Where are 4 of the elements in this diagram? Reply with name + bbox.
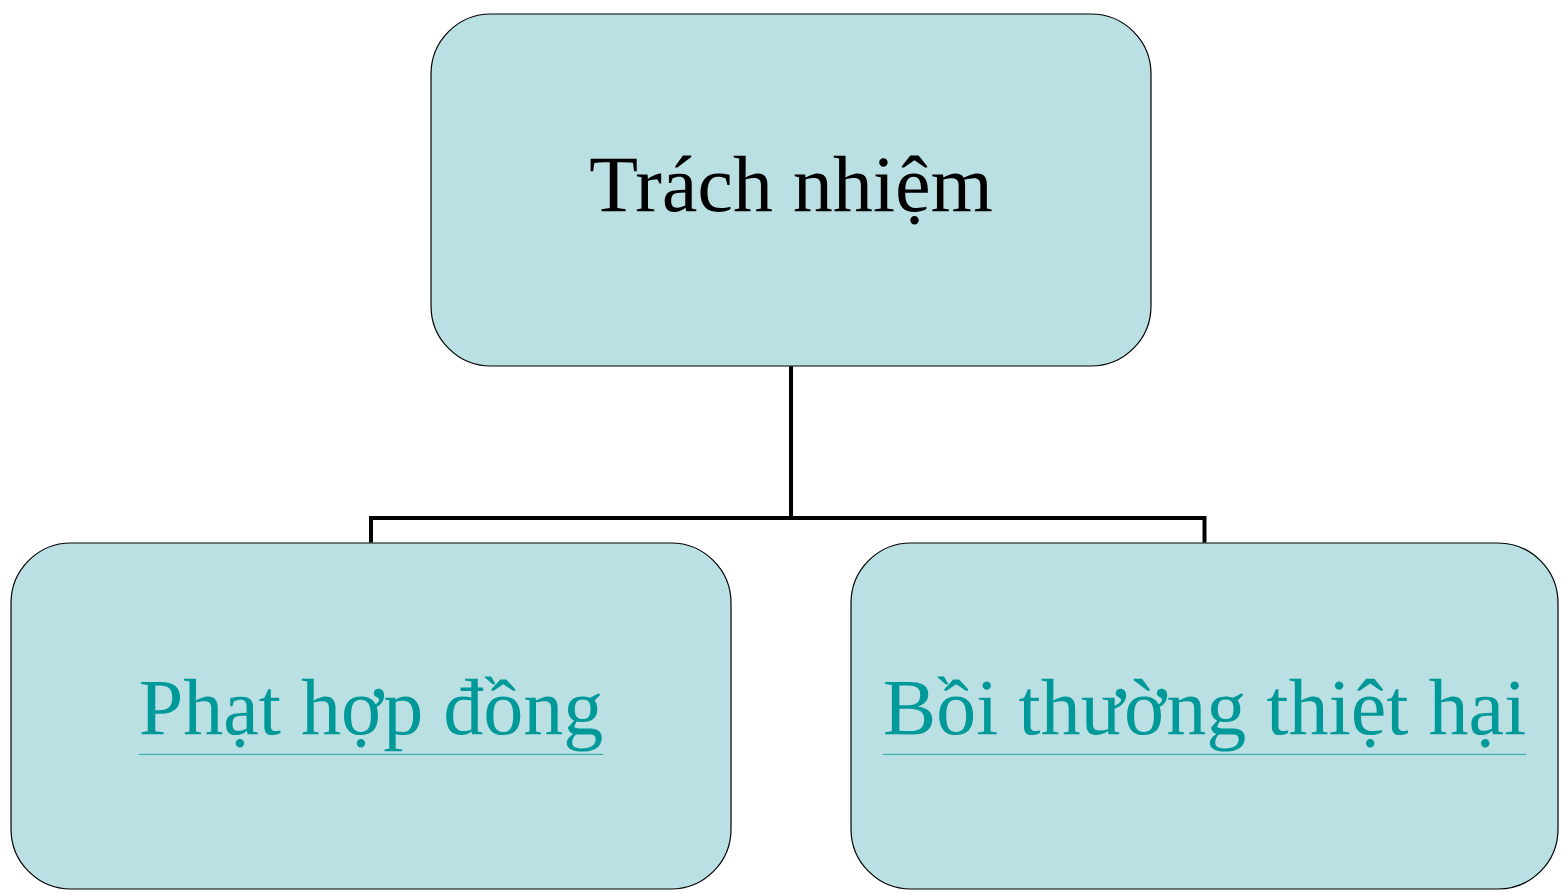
link-box: Phạt hợp đồng xyxy=(10,542,732,890)
title-box: Trách nhiệm xyxy=(430,13,1152,367)
link-box: Bồi thường thiệt hại xyxy=(850,542,1559,890)
connector-line xyxy=(789,366,1207,543)
